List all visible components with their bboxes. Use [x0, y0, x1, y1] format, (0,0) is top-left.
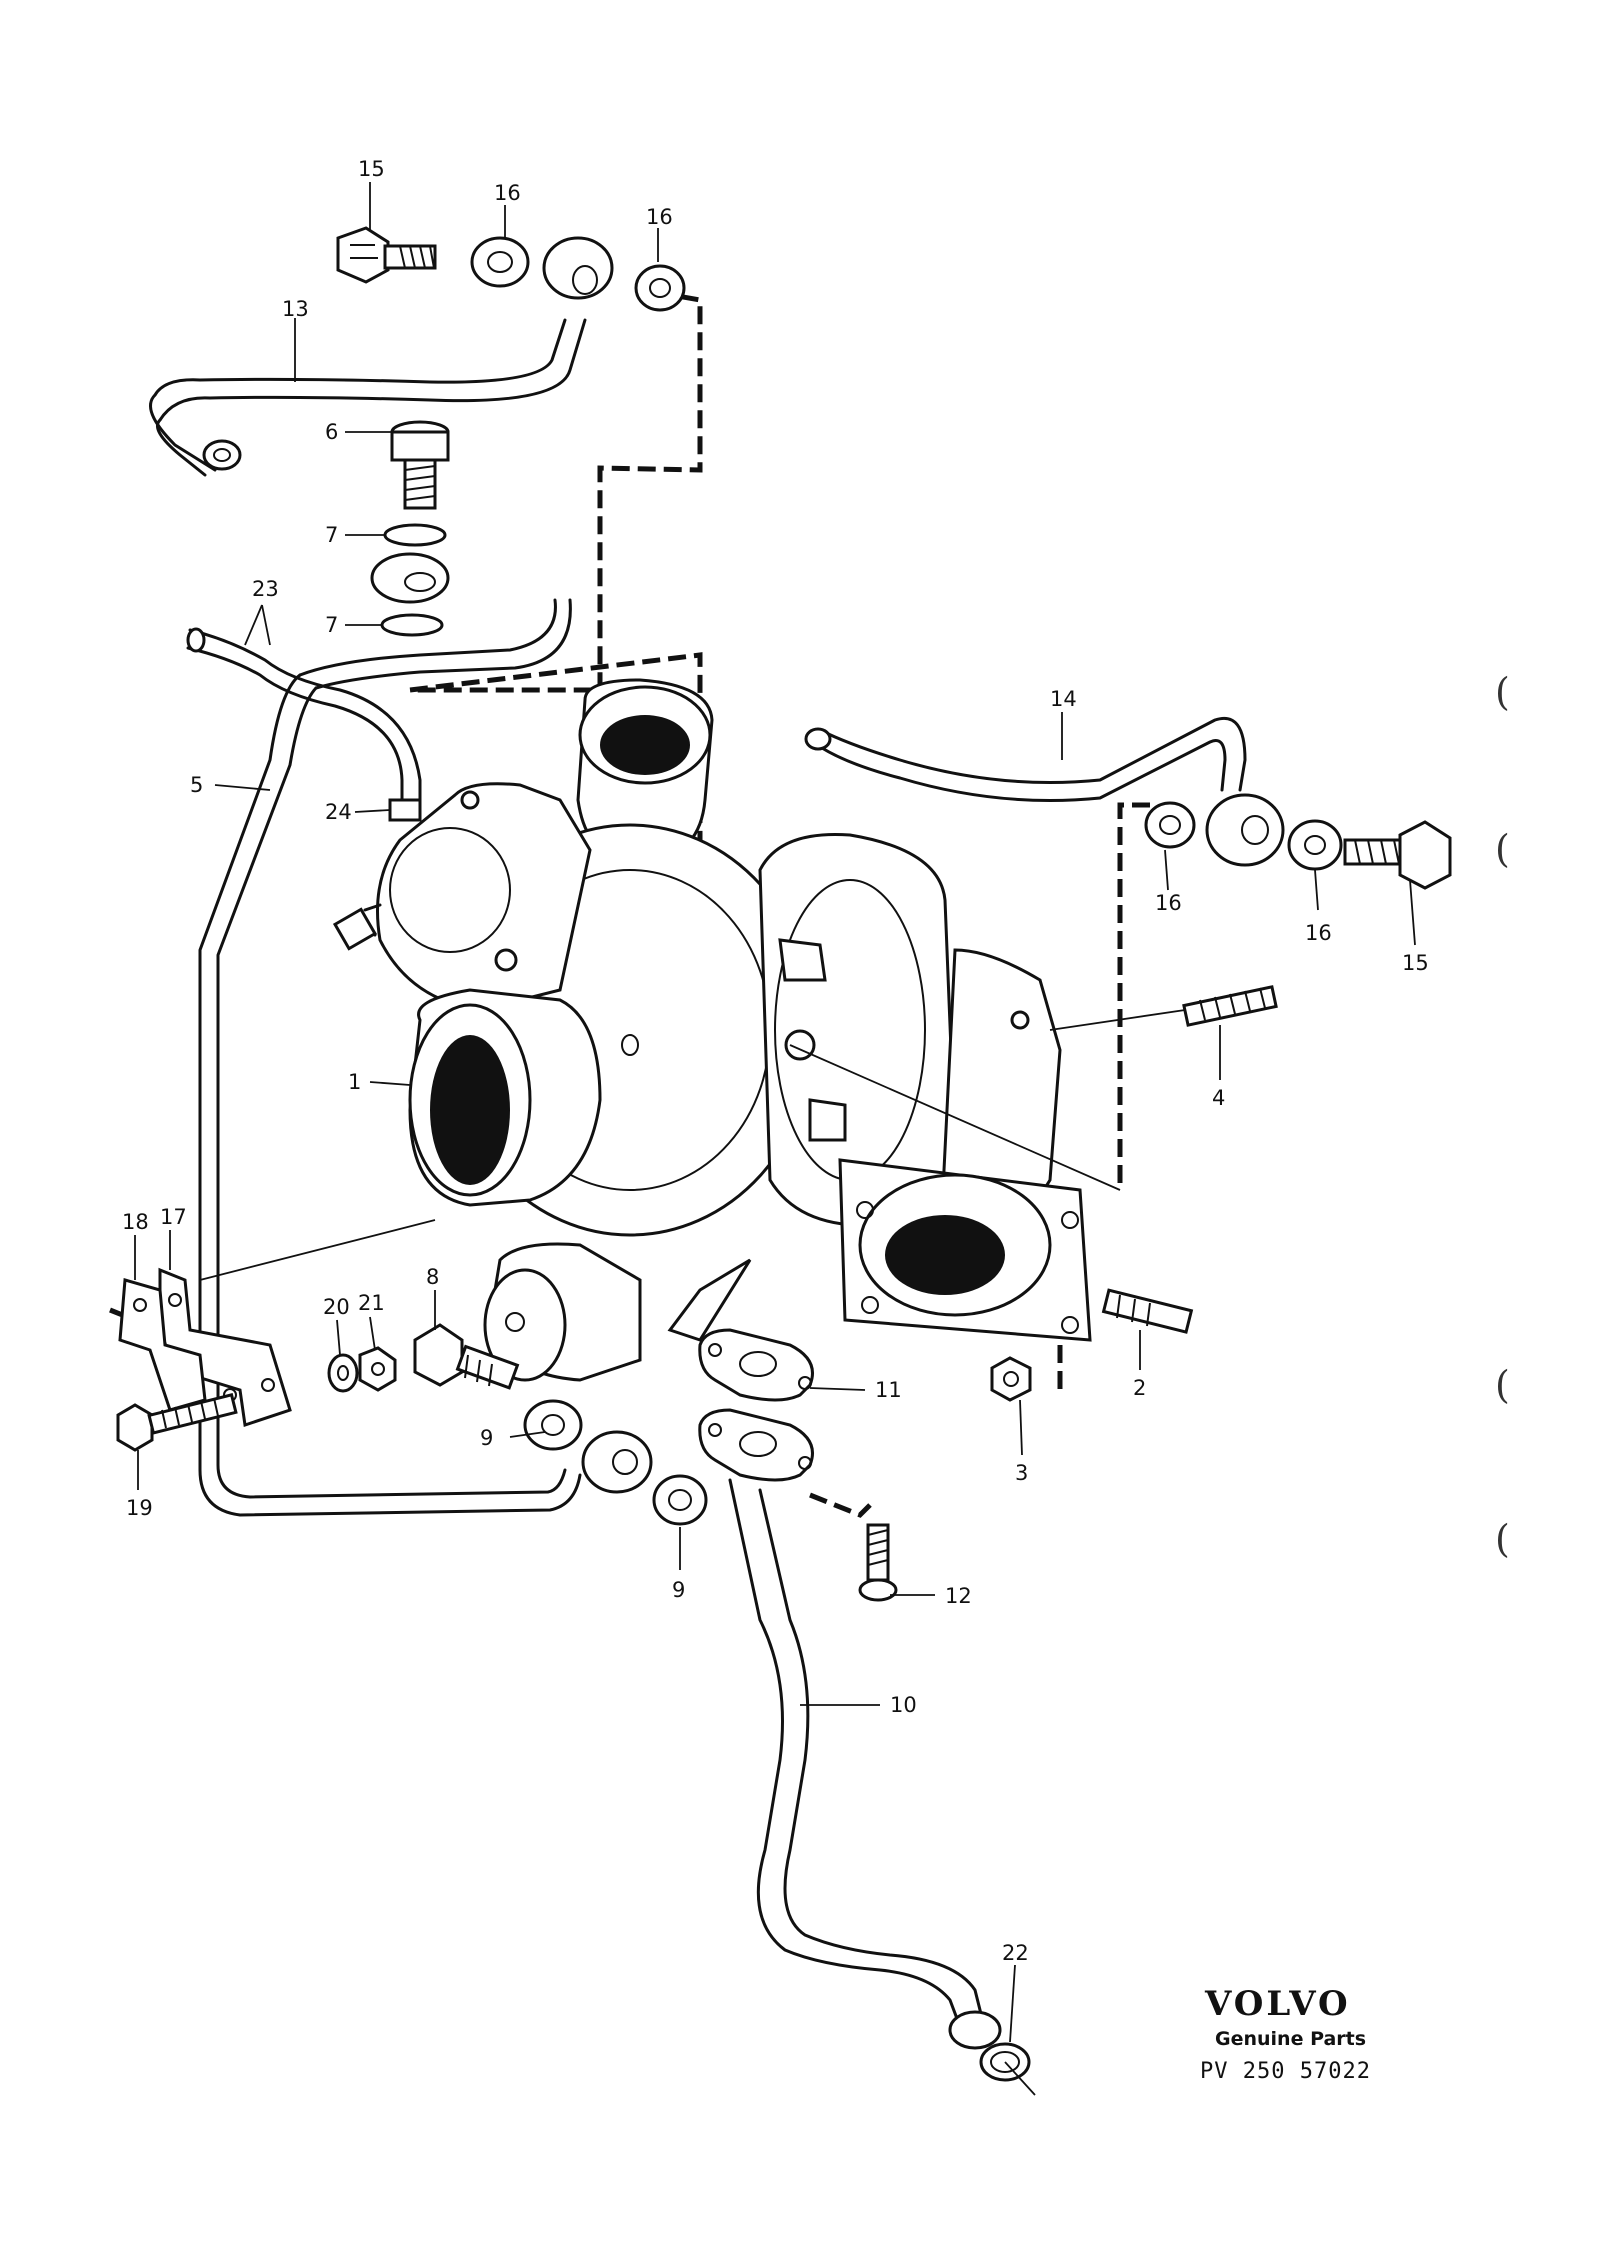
- margin-mark-2: (: [1495, 827, 1510, 871]
- guide-line-upper: [409, 652, 703, 870]
- volvo-logo: VOLVO: [1204, 1984, 1351, 2024]
- banjo-fitting-6: [370, 552, 450, 604]
- callout-18: 18: [122, 1210, 149, 1234]
- callout-23: 23: [252, 577, 279, 601]
- margin-mark-1: (: [1495, 670, 1510, 714]
- turbocharger-unit: [332, 678, 1092, 1382]
- callout-20: 20: [323, 1295, 350, 1319]
- oil-feed-pipe: [198, 598, 582, 1517]
- clamp-24: [388, 798, 422, 822]
- callout-15-top: 15: [358, 157, 385, 181]
- vacuum-hose: [186, 627, 422, 802]
- guide-line-drain: [809, 1492, 872, 1518]
- banjo-bolt-8: [413, 1323, 520, 1390]
- branding-block: VOLVO Genuine Parts PV 250 57022: [1200, 1984, 1371, 2084]
- gasket-11: [698, 1328, 814, 1482]
- washer-7-b: [380, 613, 444, 637]
- callout-7-a: 7: [325, 523, 338, 547]
- callout-16-top-a: 16: [494, 181, 521, 205]
- banjo-fitting-right: [1205, 793, 1285, 867]
- callout-1: 1: [348, 1070, 361, 1094]
- callout-labels: 15 16 16 13 6 7 7 23 5 24 1 14 16 16 15 …: [122, 157, 1429, 1965]
- callout-4: 4: [1212, 1086, 1225, 1110]
- stud-4: [1182, 985, 1278, 1027]
- callout-3: 3: [1015, 1461, 1028, 1485]
- margin-marks: ( ( ( (: [1495, 670, 1510, 1561]
- washer-7-a: [383, 523, 447, 547]
- callout-22: 22: [1002, 1941, 1029, 1965]
- nut-3: [990, 1356, 1032, 1402]
- banjo-fitting-lower: [581, 1430, 653, 1494]
- callout-8: 8: [426, 1265, 439, 1289]
- washer-16-a: [470, 236, 530, 288]
- callout-16-right-b: 16: [1305, 921, 1332, 945]
- washer-9-a: [523, 1399, 583, 1451]
- oil-return-pipe-top: [149, 318, 587, 477]
- bolt-12: [858, 1523, 898, 1602]
- callout-12: 12: [945, 1584, 972, 1608]
- oil-return-pipe-right: [804, 717, 1247, 802]
- margin-mark-4: (: [1495, 1517, 1510, 1561]
- banjo-bolt-top: [336, 226, 437, 284]
- callout-10: 10: [890, 1693, 917, 1717]
- callout-17: 17: [160, 1205, 187, 1229]
- callout-16-right-a: 16: [1155, 891, 1182, 915]
- washer-16-d: [1287, 819, 1343, 871]
- banjo-bolt-6: [370, 420, 450, 637]
- callout-21: 21: [358, 1291, 385, 1315]
- callout-6: 6: [325, 420, 338, 444]
- nut-21: [358, 1346, 397, 1392]
- callout-11: 11: [875, 1378, 902, 1402]
- banjo-bolt-right: [1343, 820, 1452, 890]
- callout-14: 14: [1050, 687, 1077, 711]
- guide-line-right: [1117, 802, 1150, 1190]
- margin-mark-3: (: [1495, 1363, 1510, 1407]
- callout-16-top-b: 16: [646, 205, 673, 229]
- callout-13: 13: [282, 297, 309, 321]
- callout-5: 5: [190, 773, 203, 797]
- callout-2: 2: [1133, 1376, 1146, 1400]
- callout-9-a: 9: [480, 1426, 493, 1450]
- washer-9-b: [652, 1474, 708, 1526]
- callout-7-b: 7: [325, 613, 338, 637]
- diagram-code: PV 250 57022: [1200, 2059, 1371, 2084]
- washer-16-c: [1144, 801, 1196, 849]
- stud-2: [1101, 1288, 1194, 1334]
- callout-9-b: 9: [672, 1578, 685, 1602]
- washer-20: [327, 1353, 359, 1393]
- guide-line-top: [410, 289, 703, 693]
- callout-24: 24: [325, 800, 352, 824]
- bolt-19: [116, 1393, 238, 1452]
- genuine-parts-label: Genuine Parts: [1215, 2028, 1366, 2050]
- callout-leaders: [134, 182, 1416, 2096]
- washer-16-b: [634, 264, 686, 312]
- callout-15-right: 15: [1402, 951, 1429, 975]
- callout-19: 19: [126, 1496, 153, 1520]
